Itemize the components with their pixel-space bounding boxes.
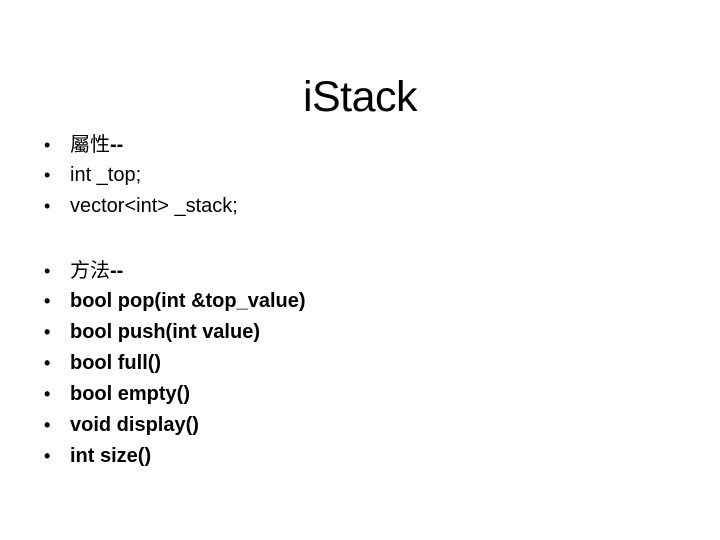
bullet-item-methods-header: • 方法--: [44, 255, 123, 285]
bullet-icon: •: [44, 322, 51, 342]
bullet-item-method-display: • void display(): [44, 410, 199, 440]
method-full: bool full(): [70, 352, 162, 374]
method-display: void display(): [70, 414, 199, 436]
section-label-suffix: --: [110, 134, 124, 156]
section-label-methods: 方法: [70, 258, 110, 282]
bullet-icon: •: [44, 415, 51, 435]
method-size: int size(): [70, 445, 152, 467]
method-pop: bool pop(int &top_value): [70, 290, 306, 312]
bullet-item-method-pop: • bool pop(int &top_value): [44, 286, 306, 316]
bullet-icon: •: [44, 196, 51, 216]
method-empty: bool empty(): [70, 383, 190, 405]
method-push: bool push(int value): [70, 321, 260, 343]
slide-title: iStack: [302, 72, 418, 121]
bullet-icon: •: [44, 291, 51, 311]
bullet-icon: •: [44, 446, 51, 466]
bullet-icon: •: [44, 353, 51, 373]
bullet-item-stack-field: • vector<int> _stack;: [44, 191, 238, 221]
bullet-item-method-full: • bool full(): [44, 348, 161, 378]
bullet-item-top-field: • int _top;: [44, 160, 141, 190]
bullet-item-attributes-header: • 屬性--: [44, 129, 123, 159]
bullet-item-method-size: • int size(): [44, 441, 151, 471]
bullet-icon: •: [44, 261, 51, 281]
field-stack: vector<int> _stack;: [70, 195, 238, 217]
section-label-attributes: 屬性: [70, 132, 110, 156]
bullet-item-method-empty: • bool empty(): [44, 379, 190, 409]
bullet-icon: •: [44, 135, 51, 155]
bullet-icon: •: [44, 165, 51, 185]
section-label-suffix: --: [110, 260, 124, 282]
bullet-item-method-push: • bool push(int value): [44, 317, 260, 347]
field-top: int _top;: [70, 164, 142, 186]
bullet-icon: •: [44, 384, 51, 404]
